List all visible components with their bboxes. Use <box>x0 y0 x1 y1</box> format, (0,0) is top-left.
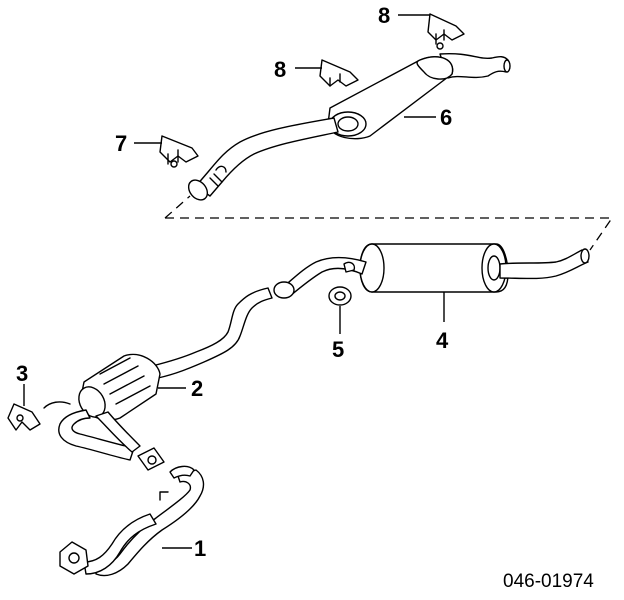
callout-3: 3 <box>16 361 28 386</box>
muffler-assembly <box>327 56 454 140</box>
rear-muffler <box>359 243 509 293</box>
section-divider-line <box>165 217 614 251</box>
hanger-8-middle <box>319 59 359 87</box>
callout-1: 1 <box>194 536 206 561</box>
lower-tailpipe <box>499 248 590 280</box>
hanger-8-top <box>427 13 465 50</box>
upper-section-cut-line <box>164 195 191 219</box>
y-pipe <box>43 401 165 471</box>
callout-8-middle: 8 <box>274 57 286 82</box>
lower-intermediate-pipe <box>273 256 367 299</box>
callout-7: 7 <box>115 131 127 156</box>
front-pipe <box>151 287 273 379</box>
catalytic-converter <box>78 353 161 421</box>
rubber-isolator <box>328 286 352 306</box>
hanger-7 <box>159 135 199 168</box>
front-exhaust-pipe <box>59 465 205 577</box>
diagram-code: 046-01974 <box>503 571 594 592</box>
hanger-3 <box>7 403 41 431</box>
upper-tailpipe <box>439 52 511 79</box>
callout-2: 2 <box>191 376 203 401</box>
callout-8-top: 8 <box>378 3 390 28</box>
callout-6: 6 <box>440 105 452 130</box>
callout-4: 4 <box>436 328 449 353</box>
upper-intermediate-pipe <box>187 117 339 201</box>
callout-5: 5 <box>332 337 344 362</box>
